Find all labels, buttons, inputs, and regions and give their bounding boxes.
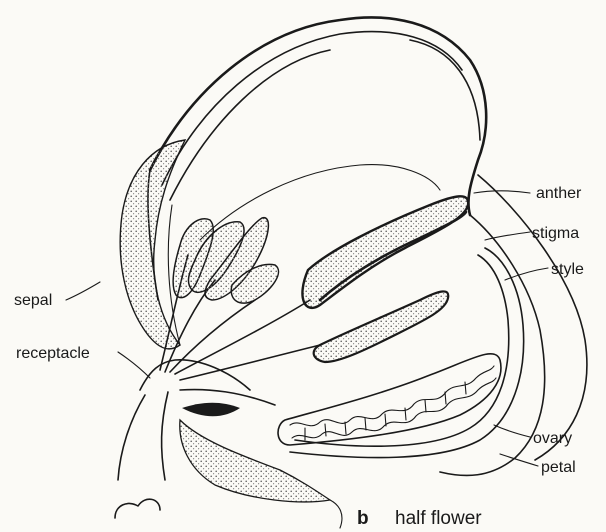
label-anther: anther xyxy=(536,185,582,202)
figure-caption: b half flower xyxy=(357,508,482,529)
label-style: style xyxy=(551,261,584,278)
anthers-drawing xyxy=(173,196,468,362)
label-sepal: sepal xyxy=(14,292,52,309)
receptacle-leader xyxy=(118,352,150,378)
label-ovary: ovary xyxy=(533,430,572,447)
anther-leader xyxy=(474,191,530,193)
label-petal: petal xyxy=(541,459,576,476)
caption-letter: b xyxy=(357,508,369,529)
labels: anther stigma style sepal receptacle ova… xyxy=(14,185,584,476)
sepal-drawing xyxy=(120,140,185,349)
label-stigma: stigma xyxy=(532,225,579,242)
ovary-leader xyxy=(494,425,530,437)
sepal-leader xyxy=(66,282,100,300)
caption-text: half flower xyxy=(395,508,482,529)
lower-bract-drawing xyxy=(115,420,342,528)
label-receptacle: receptacle xyxy=(16,345,90,362)
ovules xyxy=(290,366,496,440)
